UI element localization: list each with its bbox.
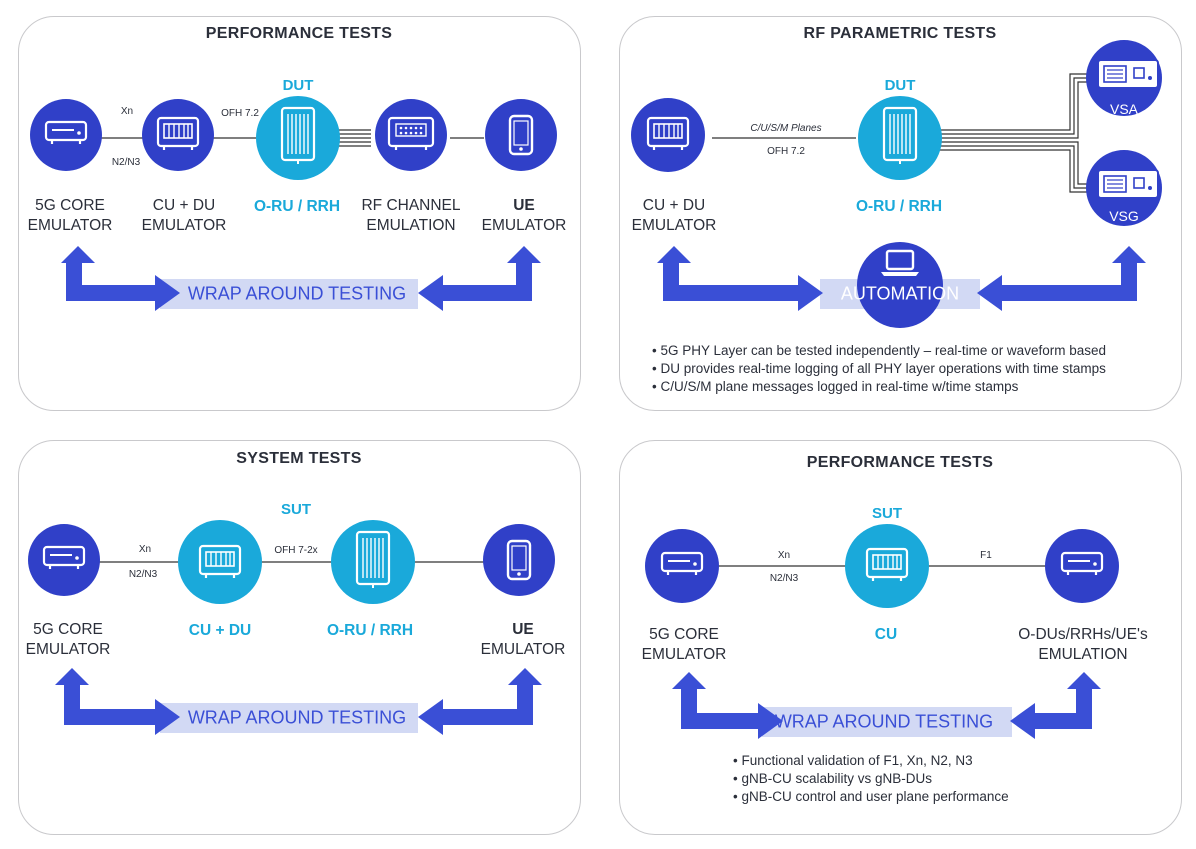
panel-title: RF PARAMETRIC TESTS <box>803 25 997 42</box>
link-label-ofh: OFH 7-2x <box>274 545 318 556</box>
core-emulator-label: 5G CORE EMULATOR <box>26 620 111 660</box>
label-line: RF CHANNEL <box>361 197 461 214</box>
ue-emulator-node <box>483 524 555 596</box>
panel-system-tests <box>18 440 581 835</box>
link-label-ofh: OFH 7.2 <box>767 146 805 157</box>
link-label-n2n3: N2/N3 <box>111 157 141 168</box>
rf-channel-node <box>375 99 447 171</box>
core-emulator-label: 5G CORE EMULATOR <box>28 196 113 236</box>
label-line: CU + DU <box>642 197 706 214</box>
sut-label: SUT <box>872 505 902 522</box>
wrap-around-arrow <box>61 246 541 311</box>
label-line: 5G CORE <box>35 197 105 214</box>
label-line: 5G CORE <box>33 621 103 638</box>
oru-label: O-RU / RRH <box>855 198 943 215</box>
rf-channel-label: RF CHANNEL EMULATION <box>361 196 460 236</box>
link-label-f1: F1 <box>980 550 992 561</box>
link-label-n2n3: N2/N3 <box>128 569 158 580</box>
dut-label: DUT <box>884 77 916 94</box>
link-label-ofh: OFH 7.2 <box>221 108 259 119</box>
label-line: EMULATOR <box>481 217 567 234</box>
wrap-around-arrow <box>672 672 1101 739</box>
label-line: EMULATION <box>366 217 456 234</box>
bullet-item: gNB-CU control and user plane performanc… <box>733 788 1008 806</box>
oru-sut-node <box>331 520 415 604</box>
panel-title: PERFORMANCE TESTS <box>806 454 994 471</box>
top-right-links <box>712 73 1090 193</box>
cudu-emulator-label: CU + DU EMULATOR <box>142 196 227 236</box>
label-line: EMULATOR <box>27 217 113 234</box>
dut-label: DUT <box>282 77 314 94</box>
link-label-xn: Xn <box>777 550 791 561</box>
vsg-label: VSG <box>1109 208 1139 224</box>
cu-label: CU <box>874 626 898 643</box>
analyzer-icon <box>1097 59 1159 89</box>
ue-emulator-label: UE EMULATOR <box>481 620 566 660</box>
oru-dut-node <box>256 96 340 180</box>
core-emulator-node <box>645 529 719 603</box>
wrap-around-label: WRAP AROUND TESTING <box>187 283 407 304</box>
label-line: EMULATOR <box>25 641 111 658</box>
oru-label: O-RU / RRH <box>253 198 341 215</box>
link-label-planes: C/U/S/M Planes <box>750 123 822 134</box>
panel-performance-tests-top <box>18 16 581 411</box>
core-emulator-label: 5G CORE EMULATOR <box>642 625 727 665</box>
core-emulator-node <box>30 99 102 171</box>
rf-bullet-list: 5G PHY Layer can be tested independently… <box>652 342 1106 396</box>
label-line: UE <box>513 197 535 214</box>
wrap-around-label: WRAP AROUND TESTING <box>187 707 407 728</box>
label-line: CU + DU <box>152 197 216 214</box>
link-label-xn: Xn <box>120 106 134 117</box>
ue-emulator-label: UE EMULATOR <box>482 196 567 236</box>
label-line: O-DUs/RRHs/UE's <box>1018 626 1148 643</box>
automation-node <box>857 242 943 328</box>
odu-emulation-label: O-DUs/RRHs/UE's EMULATION <box>1018 625 1148 665</box>
oru-label: O-RU / RRH <box>326 622 414 639</box>
bullet-item: 5G PHY Layer can be tested independently… <box>652 342 1106 360</box>
performance-bullet-list: Functional validation of F1, Xn, N2, N3 … <box>733 752 1009 806</box>
ue-emulator-node <box>485 99 557 171</box>
label-line: UE <box>512 621 534 638</box>
cudu-emulator-node <box>142 99 214 171</box>
wrap-around-arrow <box>55 668 542 735</box>
cu-sut-node <box>845 524 929 608</box>
label-line: EMULATOR <box>631 217 717 234</box>
automation-label: AUTOMATION <box>840 283 960 304</box>
cudu-sut-node <box>178 520 262 604</box>
label-line: EMULATION <box>1038 646 1128 663</box>
link-label-n2n3: N2/N3 <box>769 573 799 584</box>
core-emulator-node <box>28 524 100 596</box>
bullet-item: DU provides real-time logging of all PHY… <box>652 360 1106 378</box>
label-line: EMULATOR <box>641 646 727 663</box>
wrap-around-label: WRAP AROUND TESTING <box>774 711 994 732</box>
sut-label: SUT <box>281 501 311 518</box>
analyzer-icon <box>1097 169 1159 199</box>
panel-title: SYSTEM TESTS <box>236 450 362 467</box>
bullet-item: C/U/S/M plane messages logged in real-ti… <box>652 378 1106 396</box>
panel-title: PERFORMANCE TESTS <box>205 25 393 42</box>
bullet-item: gNB-CU scalability vs gNB-DUs <box>733 770 1009 788</box>
link-label-xn: Xn <box>138 544 152 555</box>
cudu-label: CU + DU <box>188 622 252 639</box>
label-line: EMULATOR <box>480 641 566 658</box>
label-line: 5G CORE <box>649 626 719 643</box>
top-left-links <box>100 129 484 147</box>
cudu-emulator-node <box>631 98 705 172</box>
vsa-label: VSA <box>1109 101 1139 117</box>
label-line: EMULATOR <box>141 217 227 234</box>
cudu-emulator-label: CU + DU EMULATOR <box>632 196 717 236</box>
odu-emulation-node <box>1045 529 1119 603</box>
bullet-item: Functional validation of F1, Xn, N2, N3 <box>733 752 1009 770</box>
oru-dut-node <box>858 96 942 180</box>
